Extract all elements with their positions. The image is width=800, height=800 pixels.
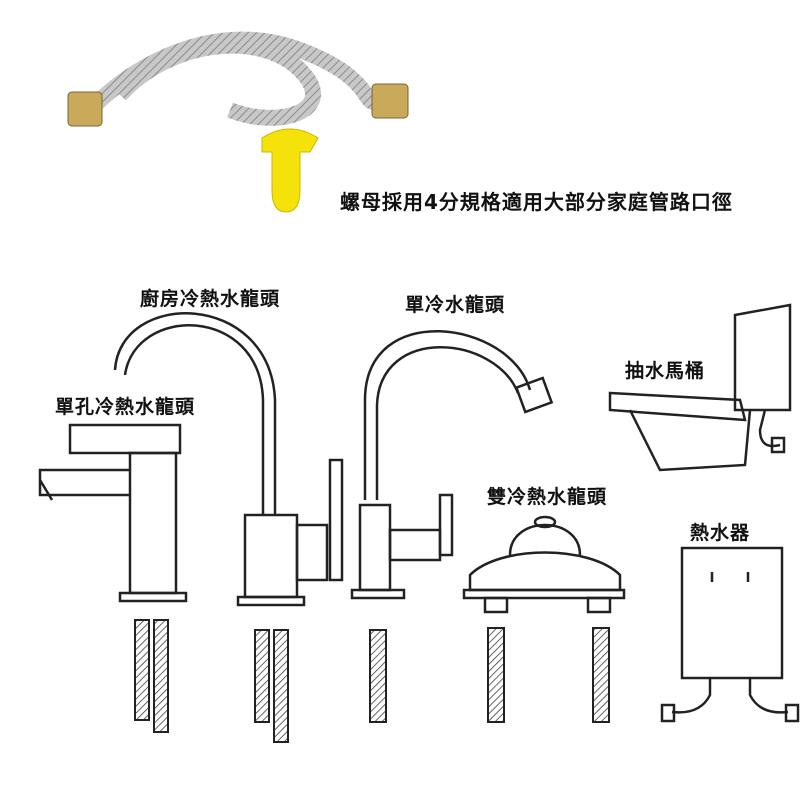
- kitchen-faucet-drawing: [113, 312, 344, 607]
- label-single-hole-faucet: 單孔冷熱水龍頭: [55, 396, 196, 418]
- label-dual-faucet: 雙冷熱水龍頭: [487, 486, 608, 508]
- brass-nut-icon: [371, 83, 409, 119]
- label-toilet: 抽水馬桶: [625, 360, 706, 382]
- dual-faucet-drawing: [462, 515, 626, 614]
- braided-hose-image: [67, 31, 409, 213]
- toilet-drawing: [608, 303, 792, 472]
- label-cold-faucet: 單冷水龍頭: [405, 294, 506, 316]
- brass-nut-icon: [67, 91, 103, 127]
- connection-hoses: [134, 619, 610, 743]
- water-heater-drawing: [660, 546, 800, 723]
- label-kitchen-faucet: 廚房冷熱水龍頭: [140, 288, 281, 310]
- label-water-heater: 熱水器: [690, 522, 751, 544]
- cold-faucet-drawing: [350, 330, 554, 600]
- yellow-clip-icon: [261, 128, 319, 213]
- hose-caption: 螺母採用4分規格適用大部分家庭管路口徑: [340, 190, 733, 214]
- single-hole-faucet-drawing: [38, 423, 188, 603]
